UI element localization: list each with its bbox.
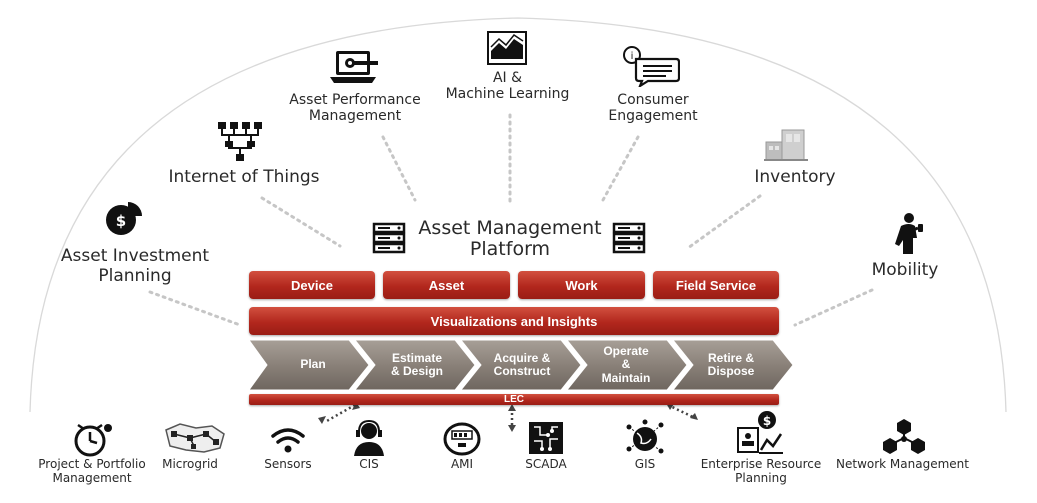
lifecycle-estimate-design: Estimate & Design (390, 350, 443, 378)
label-mobility: Mobility (871, 260, 939, 280)
circuit-board-icon (529, 422, 563, 454)
network-nodes-icon (883, 419, 925, 454)
label-enterprise-resource-planning: Enterprise Resource Planning (700, 457, 822, 485)
warehouse-shelves-icon (764, 129, 808, 161)
globe-network-icon (626, 419, 664, 454)
label-asset-performance-management: Asset Performance Management (289, 92, 421, 125)
connector-investment (148, 290, 242, 327)
label-sensors: Sensors (264, 457, 312, 471)
pie-chart-dollar-icon: $ (106, 202, 142, 235)
label-project-portfolio-management: Project & Portfolio Management (38, 457, 146, 485)
smart-meter-icon (443, 422, 481, 456)
label-ai-machine-learning: AI & Machine Learning (445, 70, 570, 103)
person-mobile-icon (895, 213, 923, 254)
connector-iot (260, 196, 342, 248)
svg-text:i: i (631, 51, 634, 62)
label-internet-of-things: Internet of Things (168, 167, 320, 187)
connector-inventory (686, 194, 762, 250)
svg-text:$: $ (763, 414, 771, 428)
label-cis: CIS (359, 457, 379, 471)
lifecycle-acquire-construct: Acquire & Construct (493, 350, 551, 378)
lifecycle-plan: Plan (300, 357, 326, 372)
connector-mobility (793, 288, 874, 327)
chat-bubbles-icon: i (623, 46, 680, 87)
clock-gear-icon (74, 423, 112, 457)
module-device: Device (249, 271, 375, 299)
svg-text:$: $ (116, 212, 126, 230)
chevron-estimate (353, 339, 476, 391)
module-field-service: Field Service (653, 271, 779, 299)
module-work: Work (518, 271, 645, 299)
connector-consumer (601, 135, 640, 202)
wifi-signal-icon (271, 428, 305, 453)
label-consumer-engagement: Consumer Engagement (608, 92, 698, 125)
microgrid-map-icon (165, 423, 225, 453)
server-rack-icon (372, 222, 406, 254)
chevron-retire (671, 339, 794, 391)
visualizations-insights-bar: Visualizations and Insights (249, 307, 779, 335)
analytics-chart-icon (487, 31, 527, 65)
label-network-management: Network Management (836, 457, 969, 471)
finance-document-icon: $ (737, 411, 783, 454)
lifecycle-operate-maintain: Operate & Maintain (601, 344, 651, 385)
lifecycle-chevrons (249, 339, 794, 391)
label-scada: SCADA (525, 457, 567, 471)
device-hierarchy-icon (218, 122, 262, 161)
laptop-wrench-icon (330, 51, 378, 83)
lec-bar: LEC (249, 394, 779, 405)
module-asset: Asset (383, 271, 510, 299)
label-asset-investment-planning: Asset Investment Planning (60, 246, 210, 286)
chevron-plan (249, 339, 370, 391)
platform-title: Asset Management Platform (418, 217, 602, 260)
chevron-operate (565, 339, 688, 391)
label-microgrid: Microgrid (162, 457, 218, 471)
label-gis: GIS (634, 457, 656, 471)
lifecycle-retire-dispose: Retire & Dispose (707, 350, 755, 378)
headset-agent-icon (354, 420, 384, 456)
label-inventory: Inventory (754, 167, 836, 187)
chevron-acquire (459, 339, 582, 391)
label-ami: AMI (450, 457, 474, 471)
server-rack-icon (612, 222, 646, 254)
connector-apm (381, 135, 417, 202)
